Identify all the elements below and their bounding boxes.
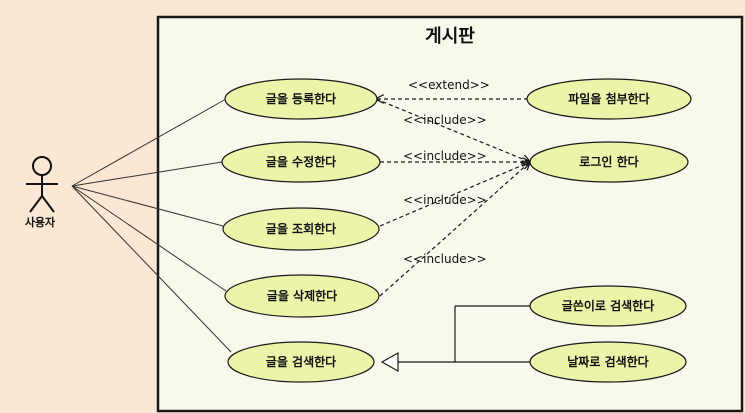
- use-case-label: 글쓴이로 검색한다: [562, 298, 655, 313]
- association-modify: [71, 161, 223, 187]
- use-case-search[interactable]: 글을 검색한다: [227, 341, 375, 383]
- include-arrow-view: [379, 162, 530, 227]
- actor-user[interactable]: 사용자: [25, 156, 58, 229]
- association-view: [71, 185, 224, 227]
- use-case-label: 글을 수정한다: [266, 154, 336, 169]
- use-cases: 글을 등록한다 글을 수정한다 글을 조회한다 글을 삭제한다 글을 검색한다 …: [221, 78, 692, 383]
- use-case-label: 날짜로 검색한다: [567, 354, 648, 369]
- use-case-delete[interactable]: 글을 삭제한다: [224, 274, 380, 318]
- use-case-search-date[interactable]: 날짜로 검색한다: [529, 341, 687, 383]
- actor-right-leg: [41, 195, 55, 213]
- use-case-label: 글을 검색한다: [266, 354, 336, 369]
- stereotype-labels: <<extend>> <<include>> <<include>> <<inc…: [403, 78, 490, 266]
- use-case-modify[interactable]: 글을 수정한다: [221, 141, 381, 183]
- include-label-register: <<include>>: [403, 113, 487, 127]
- use-case-search-author[interactable]: 글쓴이로 검색한다: [529, 285, 687, 327]
- extend-label: <<extend>>: [408, 78, 490, 92]
- generalizations: [380, 305, 532, 373]
- use-case-attach[interactable]: 파일을 첨부한다: [526, 78, 692, 120]
- include-label-delete: <<include>>: [403, 252, 487, 266]
- use-case-register[interactable]: 글을 등록한다: [224, 78, 378, 120]
- use-case-label: 글을 등록한다: [266, 91, 336, 106]
- use-case-view[interactable]: 글을 조회한다: [222, 207, 380, 251]
- actor-left-leg: [29, 195, 43, 213]
- actor-head: [32, 156, 52, 176]
- use-case-label: 글을 조회한다: [266, 221, 336, 236]
- actor-label: 사용자: [25, 215, 56, 229]
- use-case-label: 파일을 첨부한다: [568, 91, 649, 106]
- association-register: [71, 98, 227, 187]
- use-case-login[interactable]: 로그인 한다: [529, 141, 689, 183]
- include-arrow-delete: [379, 162, 530, 297]
- system-title: 게시판: [425, 26, 475, 47]
- dependencies: [376, 99, 530, 297]
- include-label-view: <<include>>: [403, 193, 487, 207]
- actor-associations: [71, 98, 232, 353]
- generalization-triangle: [380, 351, 399, 373]
- association-delete: [71, 185, 227, 292]
- association-search: [71, 185, 232, 353]
- include-label-modify: <<include>>: [403, 149, 487, 163]
- use-case-label: 로그인 한다: [579, 154, 638, 169]
- use-case-label: 글을 삭제한다: [267, 288, 337, 303]
